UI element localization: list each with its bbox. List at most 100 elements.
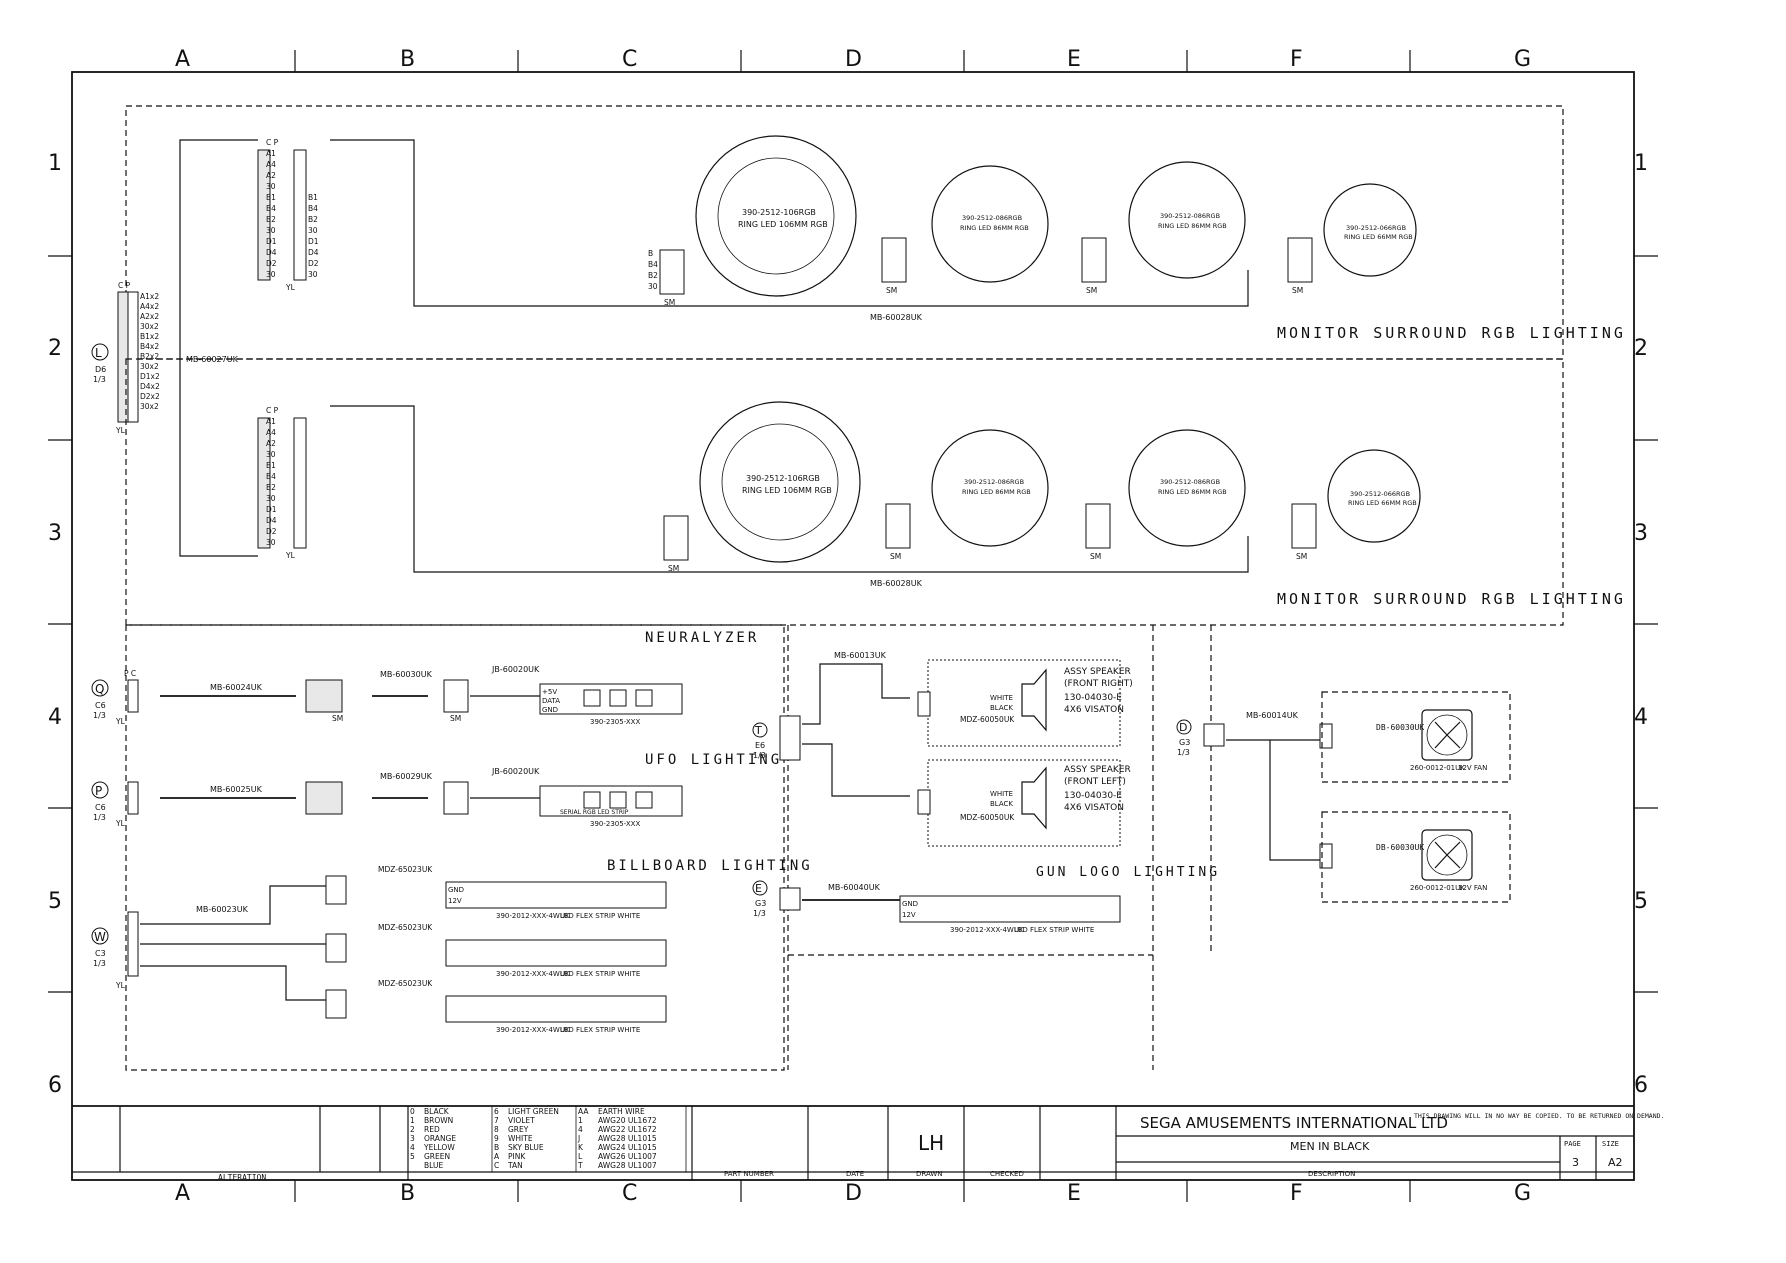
- svg-text:AWG26 UL1007: AWG26 UL1007: [598, 1152, 657, 1161]
- col-label-top-c: C: [622, 47, 637, 72]
- svg-text:30: 30: [266, 538, 276, 547]
- drawing-title: MEN IN BLACK: [1290, 1140, 1370, 1153]
- svg-text:MB-60029UK: MB-60029UK: [380, 772, 433, 781]
- svg-text:BROWN: BROWN: [424, 1116, 453, 1125]
- svg-text:RING LED 86MM RGB: RING LED 86MM RGB: [1158, 222, 1227, 230]
- svg-text:RING LED 66MM RGB: RING LED 66MM RGB: [1344, 233, 1413, 241]
- svg-text:D4: D4: [266, 248, 277, 257]
- svg-text:6: 6: [494, 1107, 499, 1116]
- drawn-by: LH: [918, 1131, 944, 1155]
- col-label-top-d: D: [845, 47, 862, 72]
- svg-text:P: P: [95, 784, 102, 798]
- svg-text:ORANGE: ORANGE: [424, 1134, 456, 1143]
- section-border: [125, 105, 1564, 360]
- svg-text:1/3: 1/3: [93, 813, 106, 822]
- svg-text:30x2: 30x2: [140, 362, 159, 371]
- svg-text:YL: YL: [115, 819, 126, 828]
- company-name: SEGA AMUSEMENTS INTERNATIONAL LTD: [1140, 1114, 1448, 1132]
- svg-text:A1x2: A1x2: [140, 292, 159, 301]
- grid-labels: A B C D E F G A B C D E F G 1 2 3 4 5 6 …: [48, 47, 1648, 1206]
- svg-text:C P: C P: [266, 138, 279, 147]
- svg-text:30: 30: [266, 450, 276, 459]
- flex-strip-gun-logo: [899, 895, 1121, 923]
- svg-text:A4x2: A4x2: [140, 302, 159, 311]
- svg-text:A1: A1: [266, 417, 276, 426]
- svg-text:GREEN: GREEN: [424, 1152, 450, 1161]
- svg-text:12V: 12V: [902, 911, 916, 919]
- svg-text:1: 1: [410, 1116, 415, 1125]
- alteration-label: ALTERATION: [218, 1173, 266, 1182]
- svg-text:JB-60020UK: JB-60020UK: [491, 665, 540, 674]
- svg-text:2: 2: [410, 1125, 415, 1134]
- svg-text:A2: A2: [266, 171, 276, 180]
- svg-text:SM: SM: [664, 298, 675, 307]
- svg-text:MB-60040UK: MB-60040UK: [828, 883, 881, 892]
- svg-text:WHITE: WHITE: [990, 694, 1013, 702]
- svg-text:SM: SM: [1296, 552, 1307, 561]
- svg-text:E6: E6: [755, 741, 765, 750]
- section-billboard: BILLBOARD LIGHTING: [607, 858, 813, 874]
- svg-text:AWG22 UL1672: AWG22 UL1672: [598, 1125, 657, 1134]
- svg-text:390-2512-086RGB: 390-2512-086RGB: [962, 214, 1022, 222]
- svg-text:260-0012-01UK: 260-0012-01UK: [1410, 764, 1465, 772]
- svg-text:B1x2: B1x2: [140, 332, 159, 341]
- svg-text:390-2512-086RGB: 390-2512-086RGB: [1160, 478, 1220, 486]
- harness-mb60028-bottom: MB-60028UK: [870, 579, 923, 588]
- svg-text:C P: C P: [266, 406, 279, 415]
- monitor-surround-bottom: MONITOR SURROUND RGB LIGHTING C P A1 A4 …: [125, 358, 1623, 626]
- svg-text:C3: C3: [95, 949, 106, 958]
- svg-text:4: 4: [410, 1143, 415, 1152]
- svg-text:B4: B4: [308, 204, 318, 213]
- speaker-gun-panel: T E6 1/3 MB-60013UK WHITE BLACK WHITE BL…: [752, 625, 1217, 1070]
- svg-text:B4x2: B4x2: [140, 342, 159, 351]
- svg-text:30: 30: [308, 270, 318, 279]
- wire-ring-chain-top: [330, 139, 1249, 307]
- svg-text:4X6 VISATON: 4X6 VISATON: [1064, 705, 1124, 715]
- svg-text:BLACK: BLACK: [990, 704, 1013, 712]
- svg-text:TAN: TAN: [507, 1161, 523, 1170]
- wire-l-bottom: [179, 422, 258, 557]
- svg-text:390-2012-XXX-4WUK: 390-2012-XXX-4WUK: [950, 926, 1024, 934]
- svg-text:LED FLEX STRIP WHITE: LED FLEX STRIP WHITE: [560, 912, 640, 920]
- svg-text:A2: A2: [266, 439, 276, 448]
- ring-connectors-top: [659, 237, 1313, 295]
- ring-led-86-bottom-1: [931, 429, 1049, 547]
- svg-text:+5V: +5V: [542, 688, 557, 696]
- svg-text:SM: SM: [1086, 286, 1097, 295]
- svg-text:A: A: [494, 1152, 500, 1161]
- svg-text:9: 9: [494, 1134, 499, 1143]
- row-label-left-3: 3: [48, 521, 62, 546]
- ring-led-106-top: [695, 135, 857, 297]
- svg-text:D2: D2: [266, 527, 277, 536]
- wire-ring-chain-bottom: [330, 405, 1249, 573]
- svg-text:SM: SM: [450, 714, 461, 723]
- svg-text:YL: YL: [285, 283, 296, 292]
- checked-label: CHECKED: [990, 1170, 1024, 1178]
- svg-text:12V FAN: 12V FAN: [1458, 884, 1487, 892]
- svg-text:A4: A4: [266, 428, 276, 437]
- svg-text:30x2: 30x2: [140, 402, 159, 411]
- svg-text:390-2012-XXX-4WUK: 390-2012-XXX-4WUK: [496, 912, 570, 920]
- svg-text:AA: AA: [578, 1107, 589, 1116]
- svg-text:5: 5: [410, 1152, 415, 1161]
- svg-text:D1: D1: [266, 237, 277, 246]
- svg-text:390-2012-XXX-4WUK: 390-2012-XXX-4WUK: [496, 1026, 570, 1034]
- col-label-top-e: E: [1067, 47, 1081, 72]
- svg-text:AWG28 UL1015: AWG28 UL1015: [598, 1134, 657, 1143]
- svg-text:D2: D2: [308, 259, 319, 268]
- date-label: DATE: [846, 1170, 864, 1178]
- svg-text:K: K: [578, 1143, 584, 1152]
- wire-l-top: [179, 139, 258, 292]
- copyright-notice: THIS DRAWING WILL IN NO WAY BE COPIED. T…: [1414, 1112, 1664, 1120]
- svg-text:GND: GND: [542, 706, 558, 714]
- source-l-ref: D6: [95, 365, 106, 374]
- row-label-right-2: 2: [1634, 336, 1648, 361]
- svg-text:7: 7: [494, 1116, 499, 1125]
- row-label-right-6: 6: [1634, 1073, 1648, 1098]
- svg-text:A4: A4: [266, 160, 276, 169]
- svg-text:GREY: GREY: [508, 1125, 529, 1134]
- l-pin-block: [127, 291, 139, 423]
- svg-text:D1: D1: [266, 505, 277, 514]
- svg-text:30: 30: [648, 282, 658, 291]
- svg-text:ASSY SPEAKER: ASSY SPEAKER: [1064, 765, 1131, 775]
